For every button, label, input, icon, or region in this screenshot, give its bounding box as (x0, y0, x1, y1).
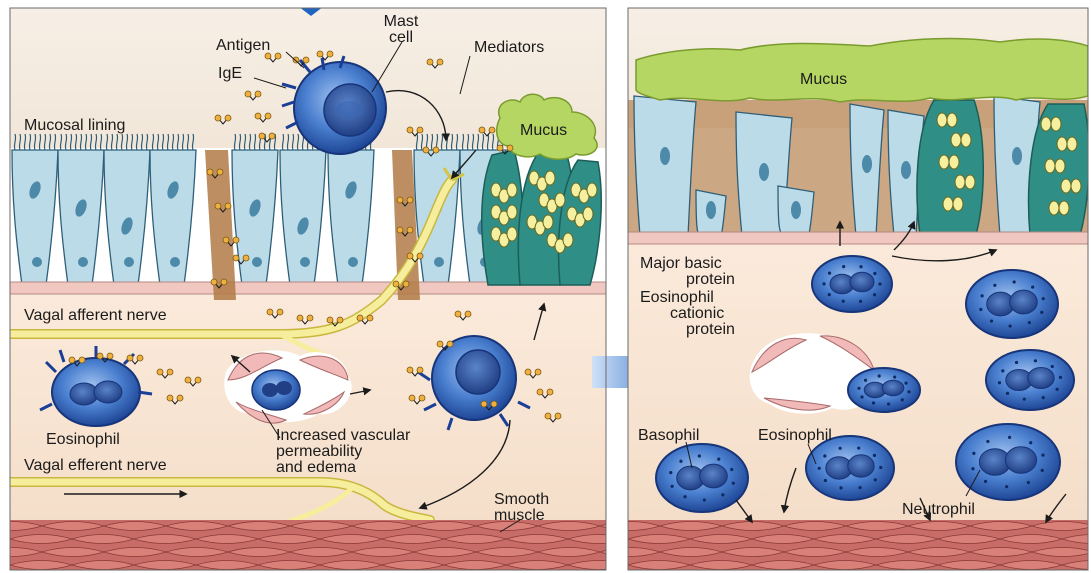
label-smooth-muscle-2: muscle (494, 507, 545, 524)
label-vascular-1: Increased vascular (276, 427, 411, 444)
label-mast-cell-2: cell (389, 29, 413, 46)
label-vascular-2: permeability (276, 443, 362, 460)
label-vagal-efferent: Vagal efferent nerve (24, 457, 167, 474)
left-goblet-cells (482, 150, 602, 285)
label-neutrophil: Neutrophil (902, 501, 975, 518)
label-ige: IgE (218, 65, 242, 82)
label-basophil: Basophil (638, 427, 699, 444)
label-mediators: Mediators (474, 39, 544, 56)
label-mucus-right: Mucus (800, 71, 847, 88)
label-proteins-4: cationic (670, 305, 724, 322)
right-panel: Mucus Major basic protein Eosinophil cat… (598, 8, 1091, 570)
left-smooth-muscle (0, 520, 692, 570)
label-smooth-muscle-1: Smooth (494, 491, 549, 508)
label-eosinophil-left: Eosinophil (46, 431, 120, 448)
label-mucus-left: Mucus (520, 122, 567, 139)
blood-vessel (224, 350, 351, 423)
right-basement-membrane (628, 232, 1088, 244)
label-proteins-3: Eosinophil (640, 289, 714, 306)
label-eosinophil-right: Eosinophil (758, 427, 832, 444)
label-proteins-1: Major basic (640, 255, 722, 272)
label-vagal-afferent: Vagal afferent nerve (24, 307, 167, 324)
label-proteins-5: protein (686, 321, 735, 338)
label-vascular-3: and edema (276, 459, 356, 476)
left-panel: Mast cell Antigen IgE Mediators Mucosal … (0, 0, 692, 570)
right-smooth-muscle (598, 520, 1091, 570)
label-mucosal-lining: Mucosal lining (24, 117, 125, 134)
label-antigen: Antigen (216, 37, 270, 54)
label-mast-cell-1: Mast (384, 13, 419, 30)
label-proteins-2: protein (686, 271, 735, 288)
